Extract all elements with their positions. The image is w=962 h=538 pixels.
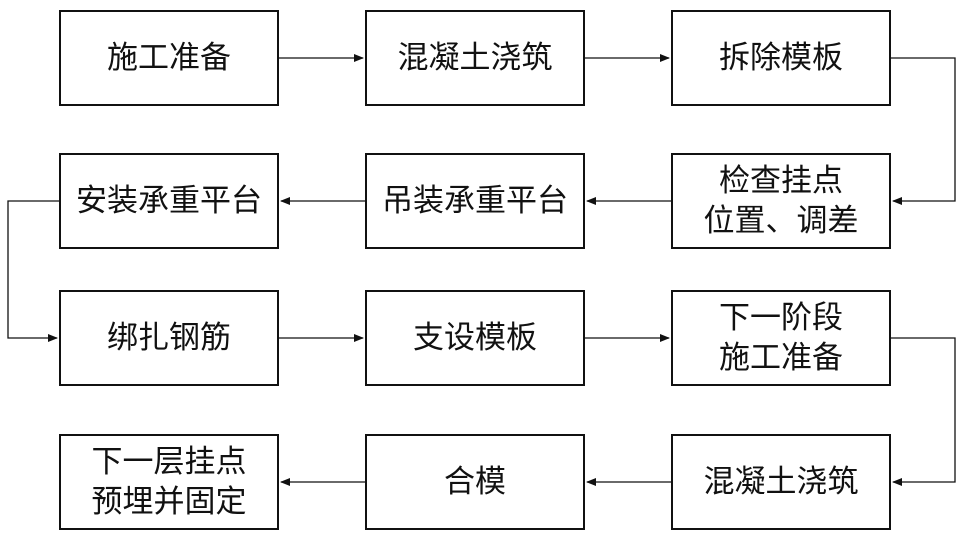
step-construction-prep: 施工准备 bbox=[59, 10, 279, 106]
arrow-b3-b4 bbox=[891, 57, 956, 205]
step-hoist-platform: 吊装承重平台 bbox=[365, 153, 585, 249]
step-rebar-tying: 绑扎钢筋 bbox=[59, 290, 279, 386]
step-concrete-pouring: 混凝土浇筑 bbox=[365, 10, 585, 106]
step-next-stage-prep: 下一阶段 施工准备 bbox=[671, 290, 891, 386]
step-embed-next-floor-points: 下一层挂点 预埋并固定 bbox=[59, 434, 279, 530]
arrow-b9-b10 bbox=[891, 337, 956, 486]
arrow-b6-b7 bbox=[7, 200, 59, 342]
step-close-formwork: 合模 bbox=[365, 434, 585, 530]
step-check-hanging-points: 检查挂点 位置、调差 bbox=[671, 153, 891, 249]
step-install-platform: 安装承重平台 bbox=[59, 153, 279, 249]
step-concrete-pouring-2: 混凝土浇筑 bbox=[671, 434, 891, 530]
step-formwork-removal: 拆除模板 bbox=[671, 10, 891, 106]
step-formwork-setup: 支设模板 bbox=[365, 290, 585, 386]
